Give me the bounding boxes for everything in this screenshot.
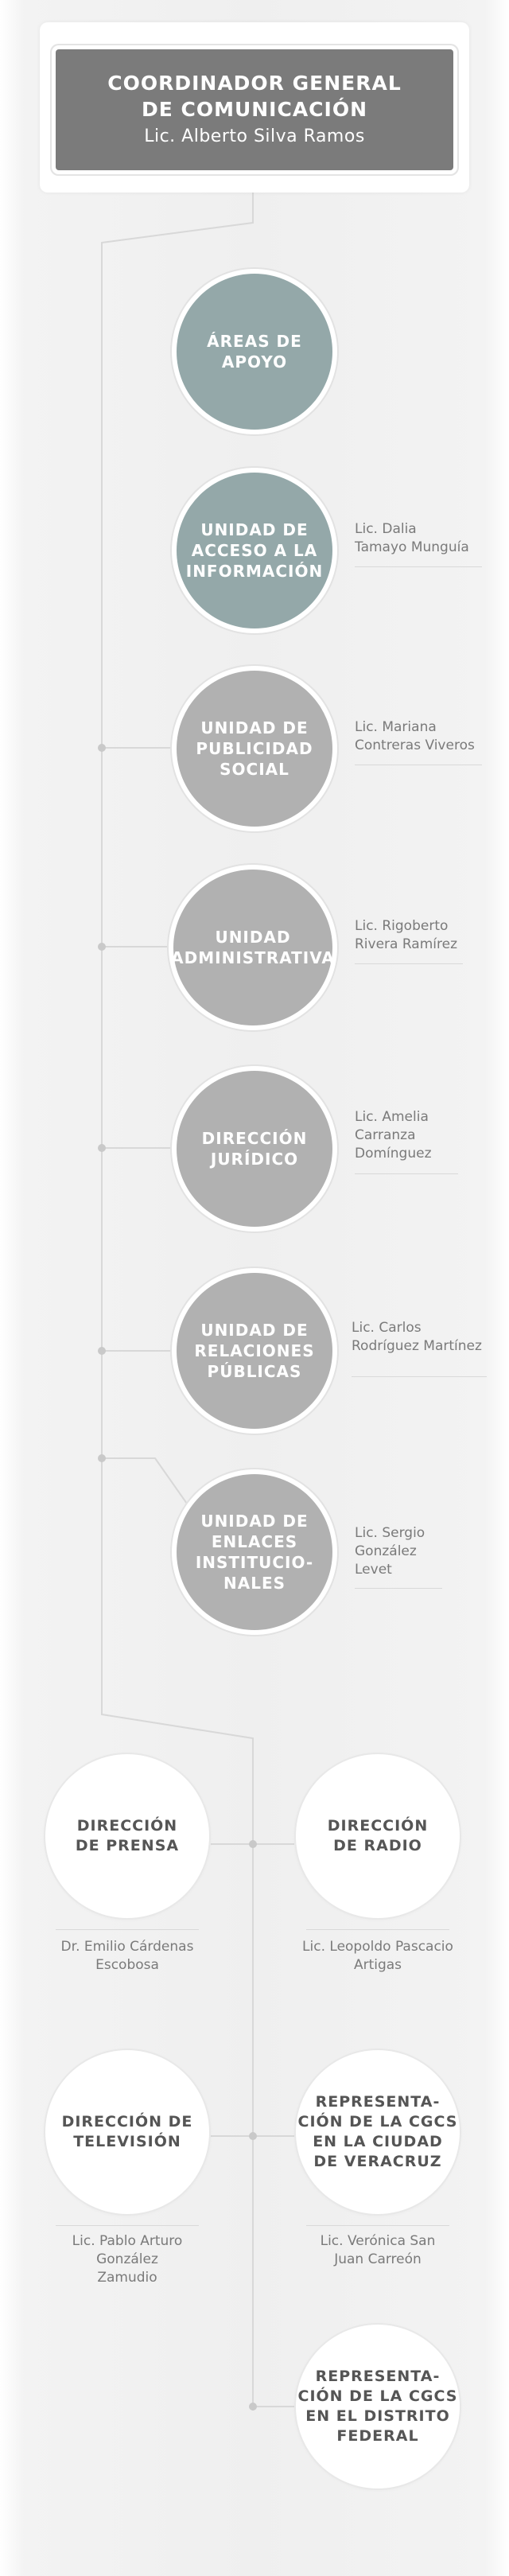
unit-enlaces-institucionales: UNIDAD DE ENLACES INSTITUCIO- NALES	[177, 1474, 332, 1630]
person-underline	[355, 1588, 442, 1589]
unit-label: UNIDAD DE PUBLICIDAD SOCIAL	[196, 718, 313, 779]
unit-label: UNIDAD DE RELACIONES PÚBLICAS	[194, 1321, 315, 1381]
unit-acceso-informacion: UNIDAD DE ACCESO A LA INFORMACIÓN	[177, 473, 332, 628]
node-dot	[98, 943, 106, 951]
node-dot	[98, 744, 106, 752]
person-underline	[306, 1929, 449, 1930]
node-dot	[249, 2132, 257, 2140]
person-radio: Lic. Leopoldo Pascacio Artigas	[302, 1939, 453, 1973]
person-underline	[306, 2225, 449, 2226]
person-underline	[56, 1929, 199, 1930]
unit-administrativa: UNIDAD ADMINISTRATIVA	[171, 870, 335, 1025]
person-enlaces-institucionales: Lic. Sergio González Levet	[355, 1525, 425, 1578]
unit-relaciones-publicas: UNIDAD DE RELACIONES PÚBLICAS	[177, 1273, 332, 1429]
header-name: Lic. Alberto Silva Ramos	[144, 126, 365, 146]
unit-label: UNIDAD DE ACCESO A LA INFORMACIÓN	[185, 520, 324, 581]
node-dot	[249, 2403, 257, 2411]
unit-juridico: DIRECCIÓN JURÍDICO	[177, 1071, 332, 1227]
connector-enlaces	[102, 1457, 188, 1504]
direction-label: REPRESENTA- CIÓN DE LA CGCS EN EL DISTRI…	[297, 2368, 458, 2445]
person-veracruz: Lic. Verónica San Juan Carreón	[320, 2233, 436, 2267]
unit-label: UNIDAD ADMINISTRATIVA	[171, 928, 335, 967]
node-dot	[98, 1144, 106, 1152]
person-television: Lic. Pablo Arturo González Zamudio	[72, 2233, 183, 2286]
person-underline	[355, 1173, 458, 1174]
direction-label: DIRECCIÓN DE RADIO	[327, 1817, 429, 1854]
person-underline	[355, 963, 463, 964]
node-dot	[98, 1347, 106, 1355]
person-acceso-informacion: Lic. Dalia Tamayo Munguía	[355, 521, 469, 555]
unit-label: DIRECCIÓN JURÍDICO	[201, 1129, 308, 1169]
direction-radio: DIRECCIÓN DE RADIO	[296, 1754, 460, 1918]
person-relaciones-publicas: Lic. Carlos Rodríguez Martínez	[352, 1320, 482, 1354]
unit-areas-de-apoyo: ÁREAS DE APOYO	[177, 274, 332, 430]
header-title: COORDINADOR GENERAL DE COMUNICACIÓN	[107, 72, 402, 121]
person-underline	[352, 1376, 487, 1377]
person-administrativa: Lic. Rigoberto Rivera Ramírez	[355, 918, 458, 952]
person-underline	[56, 2225, 199, 2226]
direction-veracruz: REPRESENTA- CIÓN DE LA CGCS EN LA CIUDAD…	[296, 2050, 460, 2214]
person-underline	[355, 566, 482, 567]
person-publicidad-social: Lic. Mariana Contreras Viveros	[355, 719, 475, 753]
node-dot	[249, 1840, 257, 1848]
unit-label: UNIDAD DE ENLACES INSTITUCIO- NALES	[195, 1512, 314, 1593]
person-juridico: Lic. Amelia Carranza Domínguez	[355, 1109, 432, 1162]
person-prensa: Dr. Emilio Cárdenas Escobosa	[60, 1939, 194, 1973]
header-box: COORDINADOR GENERAL DE COMUNICACIÓN Lic.…	[56, 49, 453, 170]
unit-label: ÁREAS DE APOYO	[207, 332, 302, 372]
direction-label: DIRECCIÓN DE TELEVISIÓN	[61, 2113, 193, 2150]
unit-publicidad-social: UNIDAD DE PUBLICIDAD SOCIAL	[177, 671, 332, 827]
direction-distrito-federal: REPRESENTA- CIÓN DE LA CGCS EN EL DISTRI…	[296, 2325, 460, 2488]
direction-label: DIRECCIÓN DE PRENSA	[75, 1817, 180, 1854]
main-connector	[101, 193, 254, 2411]
node-dot	[98, 1454, 106, 1462]
direction-label: REPRESENTA- CIÓN DE LA CGCS EN LA CIUDAD…	[297, 2093, 458, 2170]
direction-television: DIRECCIÓN DE TELEVISIÓN	[45, 2050, 209, 2214]
direction-prensa: DIRECCIÓN DE PRENSA	[45, 1754, 209, 1918]
